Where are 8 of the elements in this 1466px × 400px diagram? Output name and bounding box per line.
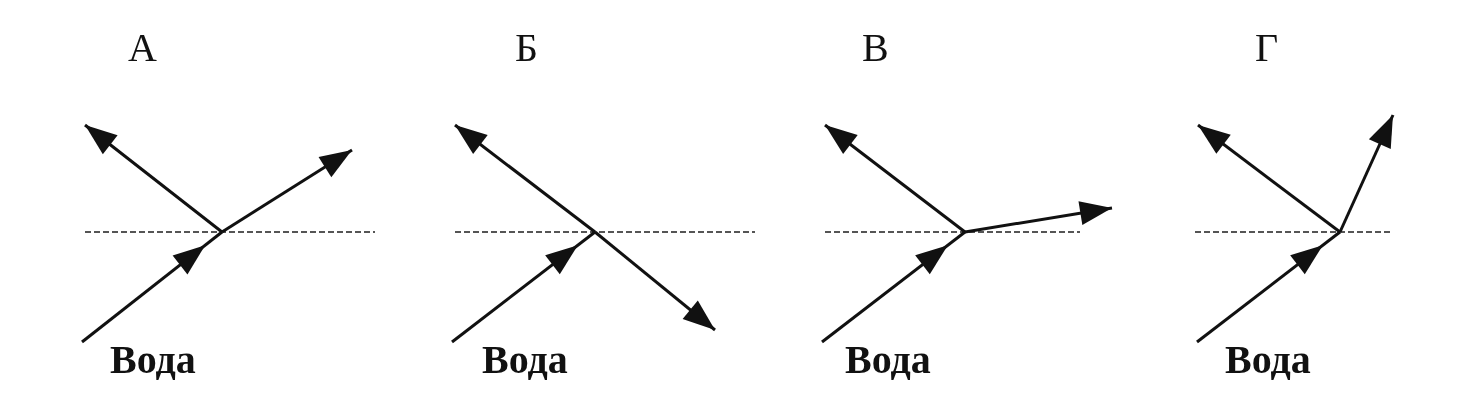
medium-label: Вода [1225,340,1311,380]
medium-label: Вода [482,340,568,380]
panel-letter: Б [515,28,538,68]
panel-letter: А [128,28,157,68]
panel-letter: Г [1255,28,1279,68]
medium-label: Вода [845,340,931,380]
panel-letter: В [862,28,889,68]
medium-label: Вода [110,340,196,380]
